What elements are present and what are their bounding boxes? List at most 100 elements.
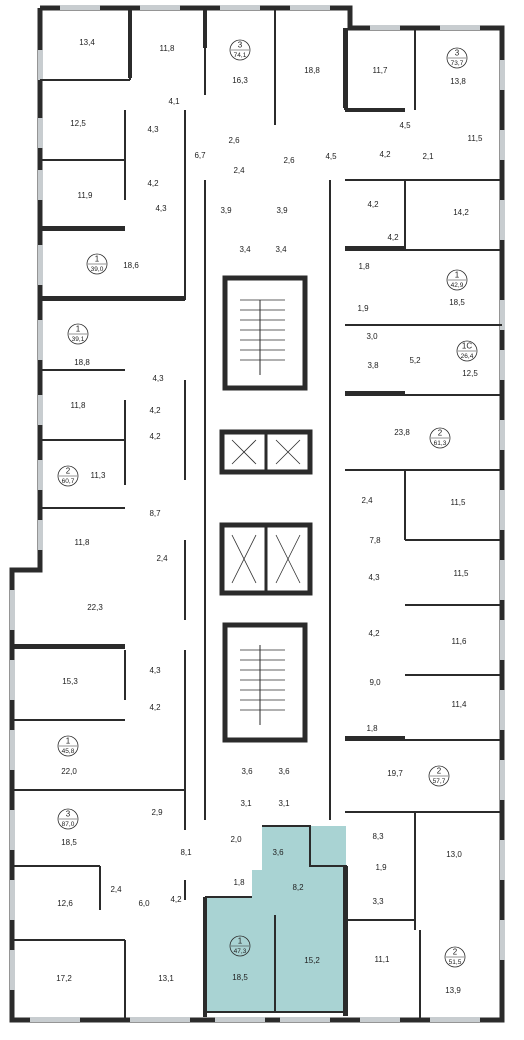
room-area-label: 2,4 — [110, 885, 122, 894]
room-area-label: 13,0 — [446, 850, 462, 859]
room-area-label: 13,8 — [450, 77, 466, 86]
room-area-label: 22,3 — [87, 603, 103, 612]
room-area-label: 11,8 — [160, 44, 176, 53]
room-area-label: 18,8 — [74, 358, 90, 367]
room-area-label: 2,0 — [230, 835, 242, 844]
room-area-label: 17,2 — [56, 974, 72, 983]
room-area-label: 7,8 — [369, 536, 381, 545]
room-area-label: 13,4 — [79, 38, 95, 47]
room-area-label: 23,8 — [394, 428, 410, 437]
room-area-label: 2,9 — [151, 808, 163, 817]
apartment-badge: 374,1 — [229, 39, 251, 61]
apartment-badge: 260,7 — [57, 465, 79, 487]
room-area-label: 1,9 — [375, 863, 387, 872]
apartment-rooms-label: 1 — [66, 737, 71, 746]
room-area-label: 3,6 — [272, 848, 284, 857]
apartment-badge: 147,3 — [229, 935, 251, 957]
room-area-label: 2,4 — [233, 166, 245, 175]
apartment-area-label: 26,4 — [461, 353, 474, 360]
outer-walls — [9, 5, 505, 1023]
room-area-label: 11,3 — [91, 471, 107, 480]
room-area-label: 4,3 — [155, 204, 167, 213]
apartment-badge: 142,9 — [446, 269, 468, 291]
room-area-label: 5,2 — [409, 356, 421, 365]
apartment-area-label: 73,7 — [451, 60, 464, 67]
room-area-label: 11,5 — [454, 569, 470, 578]
room-area-label: 4,2 — [147, 179, 159, 188]
apartment-rooms-label: 3 — [455, 49, 460, 58]
room-area-label: 3,3 — [372, 897, 384, 906]
apartment-badge: 145,8 — [57, 735, 79, 757]
apartment-area-label: 51,5 — [449, 959, 462, 966]
room-area-label: 11,8 — [71, 401, 87, 410]
room-area-label: 11,9 — [78, 191, 94, 200]
room-area-label: 3,4 — [275, 245, 287, 254]
room-area-label: 4,3 — [149, 666, 161, 675]
windows — [10, 5, 505, 1022]
room-area-label: 16,3 — [232, 76, 248, 85]
apartment-rooms-label: 3 — [66, 810, 71, 819]
apartment-area-label: 60,7 — [62, 478, 75, 485]
apartment-badge: 387,0 — [57, 808, 79, 830]
room-area-label: 1,8 — [233, 878, 245, 887]
room-area-label: 6,7 — [194, 151, 206, 160]
room-area-label: 11,6 — [452, 637, 468, 646]
room-area-label: 2,4 — [361, 496, 373, 505]
room-area-label: 9,0 — [369, 678, 381, 687]
apartment-rooms-label: 3 — [238, 41, 243, 50]
stair-upper — [222, 275, 308, 391]
elevators-lower — [219, 522, 313, 596]
apartment-rooms-label: 2 — [453, 948, 458, 957]
apartment-badge: 257,7 — [428, 765, 450, 787]
apartment-rooms-label: 1 — [455, 271, 460, 280]
apartment-rooms-label: 1 — [76, 325, 81, 334]
room-area-label: 15,3 — [62, 677, 78, 686]
room-area-label: 11,5 — [451, 498, 467, 507]
room-area-label: 18,6 — [123, 261, 139, 270]
room-area-label: 4,1 — [168, 97, 180, 106]
room-area-label: 14,2 — [453, 208, 469, 217]
room-area-label: 3,8 — [367, 361, 379, 370]
room-area-label: 8,2 — [292, 883, 304, 892]
room-area-label: 4,2 — [149, 703, 161, 712]
room-area-label: 18,5 — [232, 973, 248, 982]
room-area-label: 2,6 — [283, 156, 295, 165]
room-area-label: 3,1 — [240, 799, 252, 808]
room-area-label: 3,6 — [241, 767, 253, 776]
room-area-label: 4,3 — [368, 573, 380, 582]
room-area-label: 11,1 — [375, 955, 391, 964]
room-area-label: 1,8 — [366, 724, 378, 733]
room-area-label: 4,2 — [368, 629, 380, 638]
room-area-label: 11,7 — [373, 66, 389, 75]
apartment-area-label: 57,7 — [433, 778, 446, 785]
room-area-label: 18,8 — [304, 66, 320, 75]
room-area-label: 3,9 — [276, 206, 288, 215]
structural-walls — [12, 8, 405, 1017]
apartment-badge: 261,3 — [429, 427, 451, 449]
room-area-label: 22,0 — [61, 767, 77, 776]
room-area-label: 18,5 — [449, 298, 465, 307]
apartment-area-label: 87,0 — [62, 821, 75, 828]
apartment-rooms-label: 1С — [462, 342, 472, 351]
apartment-area-label: 45,8 — [62, 748, 75, 755]
apartment-area-label: 61,3 — [434, 440, 447, 447]
room-area-label: 13,9 — [445, 986, 461, 995]
room-area-label: 4,2 — [170, 895, 182, 904]
room-area-label: 11,4 — [452, 700, 468, 709]
room-area-label: 12,5 — [70, 119, 86, 128]
room-area-label: 11,8 — [75, 538, 91, 547]
room-area-label: 4,2 — [387, 233, 399, 242]
room-area-label: 4,2 — [379, 150, 391, 159]
room-area-label: 12,6 — [57, 899, 73, 908]
room-area-label: 4,2 — [149, 406, 161, 415]
room-area-label: 3,9 — [220, 206, 232, 215]
room-area-label: 2,1 — [422, 152, 434, 161]
room-area-label: 4,5 — [399, 121, 411, 130]
room-area-label: 18,5 — [61, 838, 77, 847]
apartment-area-label: 42,9 — [451, 282, 464, 289]
interior-walls — [12, 8, 502, 1020]
